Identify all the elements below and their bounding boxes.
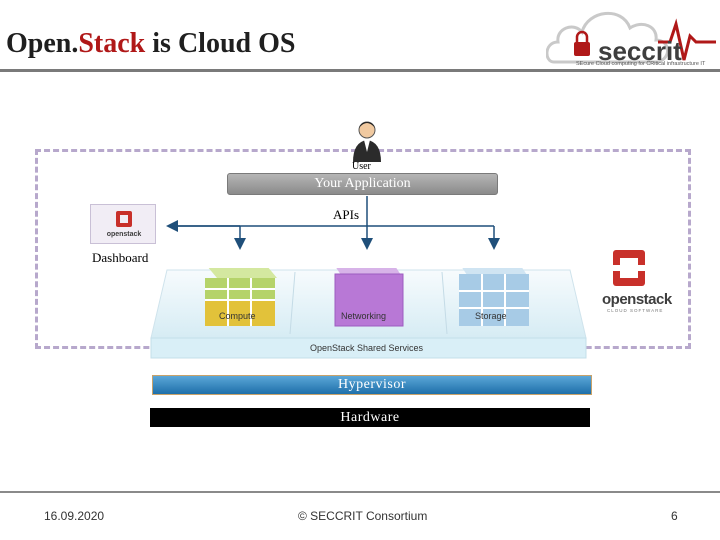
footer-date: 16.09.2020 [44, 509, 105, 523]
compute-cube-icon [205, 268, 277, 326]
hypervisor-layer: Hypervisor [152, 375, 592, 395]
networking-label: Networking [341, 311, 387, 321]
slide-title: Open.Stack is Cloud OS [6, 28, 295, 60]
your-application-bar: Your Application [227, 173, 498, 195]
openstack-logo-icon [613, 250, 645, 286]
networking-cube-icon [334, 268, 404, 327]
seccrit-logo-text: seccrit [598, 36, 682, 66]
seccrit-cloud-logo-icon [546, 11, 716, 64]
openstack-small-logo-icon: openstack [107, 211, 142, 238]
dashboard-thumb-text: openstack [107, 231, 142, 238]
apis-label: APIs [333, 207, 360, 222]
title-accent: Stack [78, 28, 146, 59]
compute-label: Compute [219, 311, 256, 321]
openstack-logo-text: openstack [602, 291, 672, 308]
title-suffix: is Cloud OS [145, 28, 296, 59]
storage-cube-icon [459, 268, 529, 326]
footer-copyright: © SECCRIT Consortium [298, 509, 428, 523]
dashboard-thumbnail: openstack [90, 204, 156, 244]
page-number: 6 [671, 509, 678, 523]
storage-label: Storage [475, 311, 507, 321]
user-label: User [352, 161, 371, 172]
shared-services-platform [150, 268, 587, 359]
dashboard-label: Dashboard [92, 250, 149, 265]
hardware-layer: Hardware [150, 408, 590, 427]
shared-services-label: OpenStack Shared Services [310, 343, 424, 353]
openstack-logo-subtext: CLOUD SOFTWARE [607, 308, 664, 313]
user-icon [353, 121, 381, 162]
seccrit-logo-tagline: SEcure Cloud computing for CRitical infr… [576, 61, 706, 67]
title-divider [0, 69, 720, 72]
title-prefix: Open. [6, 28, 79, 59]
footer-divider [0, 491, 720, 493]
